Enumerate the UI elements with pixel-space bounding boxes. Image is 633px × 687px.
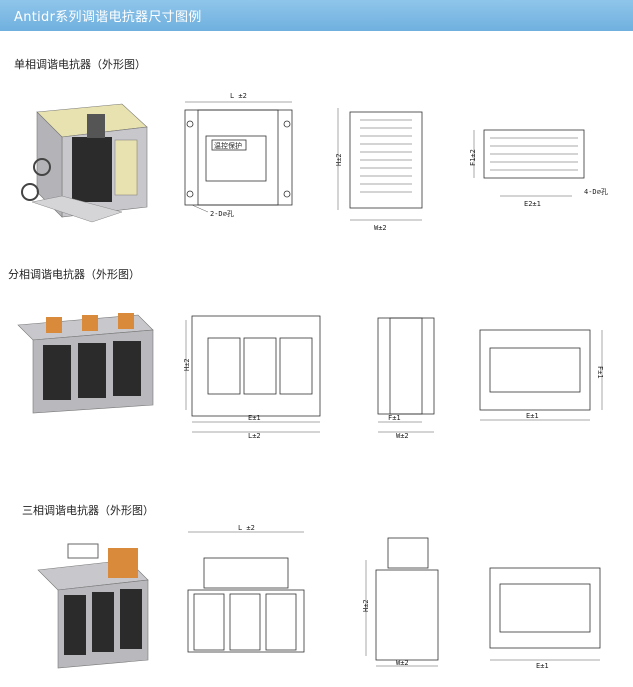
section-title-three-phase: 三相调谐电抗器（外形图） [22, 504, 154, 517]
dim-height-label: H±2 [335, 153, 343, 166]
dim-e-plan-label: E±1 [536, 662, 549, 670]
dim-length-label: L ±2 [230, 92, 247, 100]
dim-width-label: W±2 [396, 432, 409, 440]
dim-width-label: W±2 [396, 659, 409, 667]
three-phase-plan-view: E±1 [489, 567, 601, 670]
section-title-split-phase: 分相调谐电抗器（外形图） [8, 268, 140, 281]
dim-e-plan-label: E±1 [526, 412, 539, 420]
single-phase-side-view: H±2 W±2 [335, 108, 423, 232]
dim-length-label: L ±2 [238, 524, 255, 532]
dim-f-plan-label: F±1 [596, 366, 604, 379]
split-phase-3d-view [17, 313, 154, 414]
split-phase-side-view: F±1 W±2 [377, 317, 435, 440]
single-phase-plan-view: F1±2 E2±1 4-D⌀孔 [469, 129, 608, 208]
dim-f1-label: F1±2 [469, 149, 477, 166]
holes-plan-label: 4-D⌀孔 [584, 188, 608, 196]
box-label: 温控保护 [214, 141, 242, 150]
page-title: Antidr系列调谐电抗器尺寸图例 [14, 10, 202, 25]
split-phase-plan-view: F±1 E±1 [479, 329, 604, 421]
dim-height-label: H±2 [183, 358, 191, 371]
three-phase-3d-view [37, 543, 149, 669]
split-phase-front-view: H±2 E±1 L±2 [183, 315, 321, 440]
single-phase-front-view: L ±2 温控保护 2-D⌀孔 [184, 92, 293, 218]
dim-width-label: W±2 [374, 224, 387, 232]
dim-e-label: E±1 [248, 414, 261, 422]
dim-f-label: F±1 [388, 414, 401, 422]
three-phase-front-view: L ±2 [187, 524, 305, 653]
holes-front-label: 2-D⌀孔 [210, 210, 234, 218]
section-title-single-phase: 单相调谐电抗器（外形图） [14, 58, 146, 71]
dim-e2-label: E2±1 [524, 200, 541, 208]
single-phase-3d-view [21, 103, 148, 223]
header-banner: Antidr系列调谐电抗器尺寸图例 [0, 0, 633, 31]
dim-length-label: L±2 [248, 432, 261, 440]
dim-height-label: H±2 [362, 599, 370, 612]
three-phase-side-view: H±2 W±2 [362, 537, 439, 667]
